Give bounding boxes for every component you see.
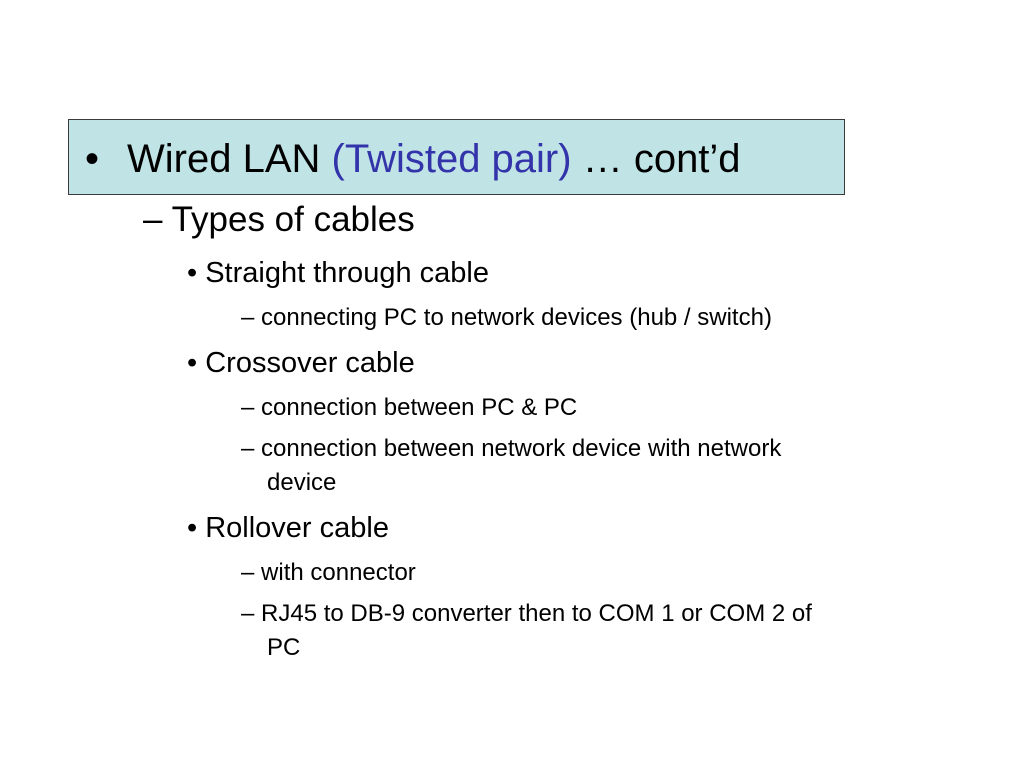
detail-text: PC — [267, 634, 301, 661]
dot-marker: • — [187, 257, 198, 289]
crossover-label: Crossover cable — [205, 347, 415, 379]
dash-marker: – — [143, 200, 163, 239]
detail-text: connection between PC & PC — [261, 394, 578, 421]
detail-crossover-1: – connection between PC & PC — [241, 394, 577, 422]
title-box — [68, 119, 845, 195]
detail-crossover-2: – connection between network device with… — [241, 435, 781, 463]
bullet-rollover: • Rollover cable — [187, 511, 389, 545]
dot-marker: • — [187, 512, 198, 544]
dash-marker: – — [241, 435, 255, 462]
detail-straight-1: – connecting PC to network devices (hub … — [241, 304, 772, 332]
dash-marker: – — [241, 304, 255, 331]
slide-title: Wired LAN (Twisted pair) … cont’d — [127, 136, 741, 182]
bullet-crossover: • Crossover cable — [187, 346, 415, 380]
dash-marker: – — [241, 559, 255, 586]
detail-text: connection between network device with n… — [261, 435, 782, 462]
title-accent: (Twisted pair) — [331, 137, 572, 181]
title-bullet: • — [85, 137, 100, 181]
detail-text: RJ45 to DB-9 converter then to COM 1 or … — [261, 600, 812, 627]
bullet-straight-through: • Straight through cable — [187, 256, 489, 290]
types-heading: – Types of cables — [143, 200, 415, 240]
dash-marker: – — [241, 600, 255, 627]
straight-through-label: Straight through cable — [205, 257, 489, 289]
detail-text: with connector — [261, 559, 416, 586]
dash-marker: – — [241, 394, 255, 421]
title-suffix: … cont’d — [582, 137, 741, 181]
types-heading-text: Types of cables — [171, 200, 415, 239]
detail-rollover-1: – with connector — [241, 559, 416, 587]
dot-marker: • — [187, 347, 198, 379]
detail-text: device — [267, 469, 337, 496]
detail-rollover-2-continued: PC — [267, 634, 300, 662]
detail-rollover-2: – RJ45 to DB-9 converter then to COM 1 o… — [241, 600, 812, 628]
rollover-label: Rollover cable — [205, 512, 389, 544]
title-main: Wired LAN — [127, 137, 321, 181]
detail-crossover-2-continued: device — [267, 469, 336, 497]
detail-text: connecting PC to network devices (hub / … — [261, 304, 772, 331]
